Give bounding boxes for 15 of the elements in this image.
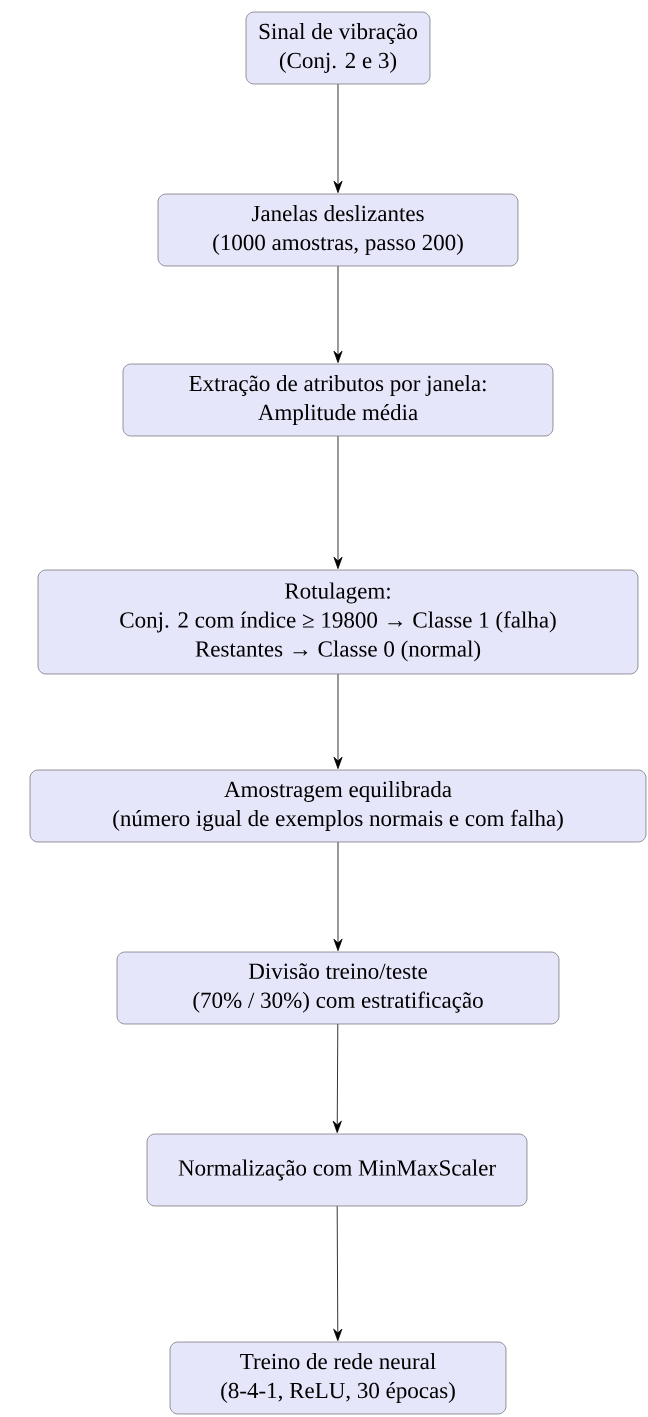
process-box: Normalização com MinMaxScaler bbox=[146, 1133, 528, 1207]
process-box: Janelas deslizantes (1000 amostras, passo 200) bbox=[157, 193, 519, 267]
arrow bbox=[333, 83, 343, 193]
process-box: Extração de atributos por janela: Amplitude média bbox=[122, 363, 554, 437]
arrow bbox=[333, 265, 343, 363]
arrow bbox=[333, 673, 343, 769]
process-box: Amostragem equilibrada (número igual de exemplos normais e com falha) bbox=[29, 769, 647, 843]
arrow bbox=[333, 841, 343, 951]
arrow bbox=[332, 1023, 342, 1133]
process-box: Sinal de vibração (Conj. 2 e 3) bbox=[245, 11, 431, 85]
process-box: Treino de rede neural (8-4-1, ReLU, 30 épocas) bbox=[169, 1341, 507, 1415]
arrow bbox=[333, 1205, 343, 1341]
arrow bbox=[333, 435, 343, 569]
process-box: Divisão treino/teste (70% / 30%) com estratificação bbox=[116, 951, 560, 1025]
process-box: Rotulagem: Conj. 2 com índice ≥ 19800 → Classe 1 (falha) Restantes → Classe 0 (normal) bbox=[37, 569, 639, 675]
